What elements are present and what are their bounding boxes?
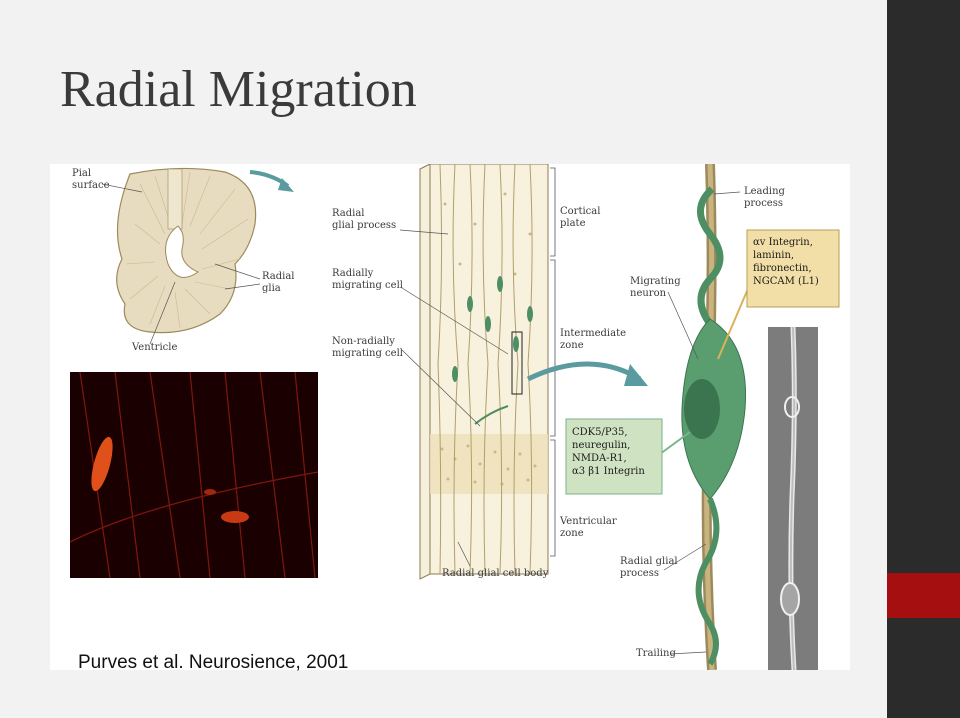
trailing-label: Trailing: [636, 648, 676, 659]
intermediate-zone-label: Intermediate zone: [560, 328, 627, 351]
radial-glia-label: Radial glia: [262, 271, 295, 294]
cortical-plate-label: Cortical plate: [560, 206, 601, 229]
intracellular-molecules: CDK5/P35, neuregulin, NMDA-R1, α3 β1 Int…: [572, 427, 645, 477]
figure-citation: Purves et al. Neurosience, 2001: [78, 652, 349, 673]
ventricle-label: Ventricle: [132, 342, 178, 353]
radially-migrating-cell-label: Radially migrating cell: [332, 268, 403, 291]
slide-title: Radial Migration: [60, 61, 417, 118]
non-radially-migrating-cell-label: Non-radially migrating cell: [332, 336, 403, 359]
radial-migration-figure: Pial surface Radial glia Ventricle Radia…: [50, 164, 850, 670]
electron-micrograph: [768, 327, 818, 670]
em-image: [768, 327, 818, 670]
radial-glial-cell-body-label: Radial glial cell body: [442, 568, 549, 579]
micrograph-image: [70, 372, 318, 578]
migrating-neuron-label: Migrating neuron: [630, 276, 681, 299]
detail-radial-glial-process-label: Radial glial process: [620, 556, 678, 579]
radial-glial-process-label: Radial glial process: [332, 208, 397, 231]
figure-drawing: [101, 164, 840, 670]
neuron-surface-molecules: αv Integrin, laminin, fibronectin, NGCAM…: [753, 237, 819, 287]
migrating-neuron-detail: [565, 164, 840, 670]
fluorescence-micrograph: [70, 372, 318, 578]
pial-surface-label: Pial surface: [72, 168, 110, 191]
brain-section: [101, 167, 294, 345]
leading-process-label: Leading process: [744, 186, 785, 209]
slide-sidebar-accent: [887, 573, 960, 618]
ventricular-zone-label: Ventricular zone: [560, 516, 617, 539]
cortical-column: [399, 164, 648, 580]
